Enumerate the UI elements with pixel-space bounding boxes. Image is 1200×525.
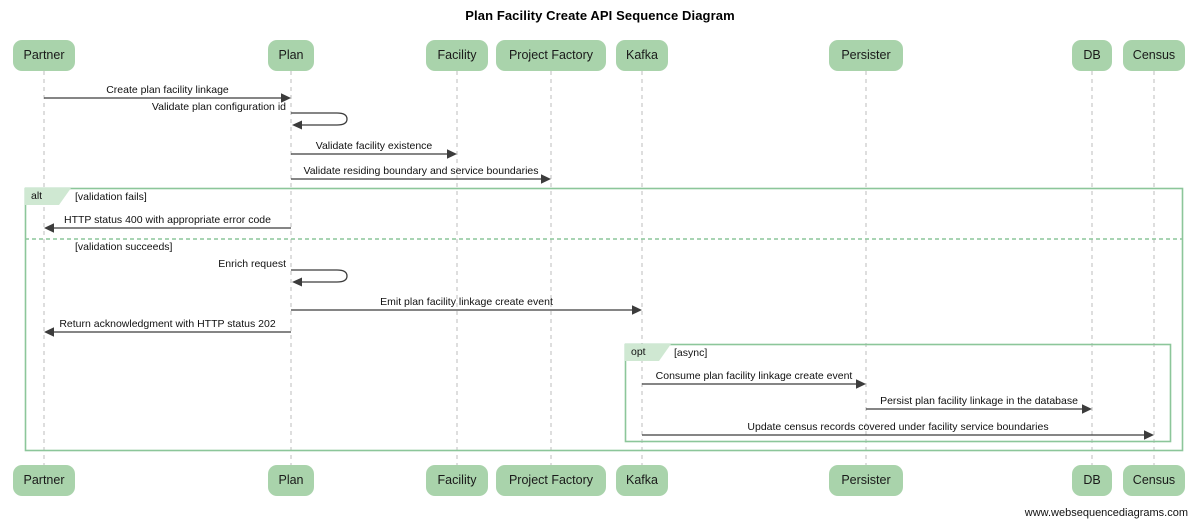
message-label-m9: Consume plan facility linkage create eve… bbox=[655, 370, 853, 382]
participant-persister-top[interactable]: Persister bbox=[829, 40, 903, 71]
arrowhead-m4 bbox=[541, 174, 551, 184]
alt-frame-border bbox=[24, 187, 1184, 452]
message-label-m2: Validate plan configuration id bbox=[151, 101, 286, 113]
participant-partner-top[interactable]: Partner bbox=[13, 40, 75, 71]
message-label-m7: Emit plan facility linkage create event bbox=[380, 296, 553, 308]
participant-census-top[interactable]: Census bbox=[1123, 40, 1185, 71]
opt-frame-tab-shape bbox=[625, 344, 671, 361]
arrowhead-m7 bbox=[632, 305, 642, 315]
participant-plan-top[interactable]: Plan bbox=[268, 40, 314, 71]
fragment-frames bbox=[24, 187, 1184, 452]
arrowhead-m2 bbox=[292, 120, 302, 130]
alt-frame-tag: alt bbox=[31, 190, 43, 202]
message-arrows bbox=[44, 93, 1154, 440]
participant-projectfactory-top[interactable]: Project Factory bbox=[496, 40, 606, 71]
arrowhead-m5 bbox=[44, 223, 54, 233]
participant-kafka-top[interactable]: Kafka bbox=[616, 40, 668, 71]
opt-frame-condition-0: [async] bbox=[674, 347, 708, 359]
alt-frame-condition-1: [validation succeeds] bbox=[75, 241, 173, 253]
arrowhead-m10 bbox=[1082, 404, 1092, 414]
message-label-m8: Return acknowledgment with HTTP status 2… bbox=[59, 318, 276, 330]
arrowhead-m11 bbox=[1144, 430, 1154, 440]
alt-frame-condition-0: [validation fails] bbox=[75, 191, 147, 203]
participant-facility-top[interactable]: Facility bbox=[426, 40, 488, 71]
participant-db-bottom[interactable]: DB bbox=[1072, 465, 1112, 496]
page-title: Plan Facility Create API Sequence Diagra… bbox=[465, 8, 735, 23]
message-label-m1: Create plan facility linkage bbox=[106, 84, 229, 96]
message-label-m3: Validate facility existence bbox=[315, 140, 433, 152]
arrowhead-m3 bbox=[447, 149, 457, 159]
message-label-m6: Enrich request bbox=[218, 258, 286, 270]
alt-frame-tab-shape bbox=[25, 188, 71, 205]
participant-partner-bottom[interactable]: Partner bbox=[13, 465, 75, 496]
arrowhead-m1 bbox=[281, 93, 291, 103]
lifelines bbox=[43, 71, 1155, 465]
message-label-m5: HTTP status 400 with appropriate error c… bbox=[64, 214, 271, 226]
arrowhead-m9 bbox=[856, 379, 866, 389]
self-message-m6 bbox=[291, 269, 348, 283]
message-label-m11: Update census records covered under faci… bbox=[747, 421, 1049, 433]
message-label-m10: Persist plan facility linkage in the dat… bbox=[880, 395, 1078, 407]
participant-facility-bottom[interactable]: Facility bbox=[426, 465, 488, 496]
participant-kafka-bottom[interactable]: Kafka bbox=[616, 465, 668, 496]
arrowhead-m8 bbox=[44, 327, 54, 337]
participant-plan-bottom[interactable]: Plan bbox=[268, 465, 314, 496]
participant-db-top[interactable]: DB bbox=[1072, 40, 1112, 71]
opt-frame-tag: opt bbox=[631, 346, 646, 358]
participant-census-bottom[interactable]: Census bbox=[1123, 465, 1185, 496]
participant-persister-bottom[interactable]: Persister bbox=[829, 465, 903, 496]
opt-frame-border bbox=[624, 343, 1172, 443]
message-label-m4: Validate residing boundary and service b… bbox=[303, 165, 539, 177]
participant-projectfactory-bottom[interactable]: Project Factory bbox=[496, 465, 606, 496]
arrowhead-m6 bbox=[292, 277, 302, 287]
source-watermark: www.websequencediagrams.com bbox=[1024, 507, 1188, 519]
self-message-m2 bbox=[291, 112, 348, 126]
